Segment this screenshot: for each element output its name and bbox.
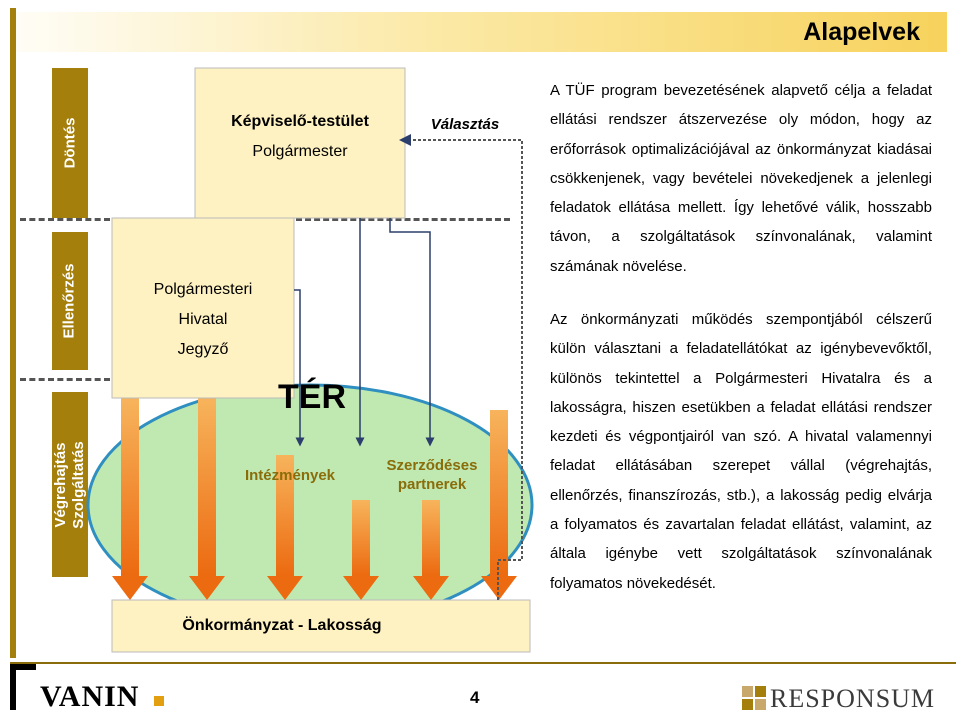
orange-arrow [267, 455, 303, 600]
connector-to-partners [389, 218, 435, 447]
organization-diagram [86, 67, 534, 653]
body-text-2: Az önkormányzati működés szempontjából c… [550, 305, 932, 598]
space-label: TÉR [278, 378, 346, 416]
population-label: Önkormányzat - Lakosság [182, 617, 382, 634]
responsum-logo: RESPONSUM [770, 684, 936, 713]
office-box [111, 217, 295, 399]
band-control: Ellenőrzés [52, 232, 88, 370]
office-label-2: Hivatal [178, 311, 228, 328]
body-paragraph-1: A TÜF program bevezetésének alapvető cél… [550, 82, 932, 275]
election-connector [399, 134, 523, 600]
partners-label-1: Szerződéses [386, 457, 478, 474]
footer-corner-mark [10, 664, 36, 710]
council-label-2: Polgármester [252, 143, 348, 160]
body-paragraph-2: Az önkormányzati működés szempontjából c… [550, 311, 932, 592]
footer-rule [10, 662, 956, 664]
council-label-1: Képviselő-testület [231, 113, 369, 130]
vanin-logo-dot [153, 696, 164, 706]
responsum-logo-icon [742, 686, 766, 710]
left-vertical-rule [10, 8, 16, 658]
band-execution: Végrehajtás Szolgáltatás [52, 392, 88, 577]
institutions-label: Intézmények [244, 467, 336, 484]
office-label-1: Polgármesteri [153, 281, 253, 298]
election-label: Választás [430, 116, 500, 133]
separator-upper [20, 218, 110, 221]
separator-lower [20, 378, 110, 381]
partners-label-2: partnerek [397, 476, 467, 493]
band-decision: Döntés [52, 68, 88, 218]
separator-upper-right [296, 218, 510, 221]
orange-arrow [112, 398, 148, 600]
connector-office-to-institutions [294, 289, 305, 447]
body-text: A TÜF program bevezetésének alapvető cél… [550, 76, 932, 281]
service-space-ellipse [86, 383, 534, 627]
page-title: Alapelvek [803, 18, 920, 46]
office-label-3: Jegyző [177, 341, 229, 358]
vanin-logo-text: VANIN [40, 680, 140, 713]
vanin-logo: VANIN [40, 680, 164, 714]
orange-arrow [189, 398, 225, 600]
orange-arrows [112, 398, 517, 600]
title-bar [14, 12, 947, 52]
orange-arrow [343, 500, 379, 600]
council-box [194, 67, 406, 219]
population-bar [111, 599, 531, 653]
page-number: 4 [470, 688, 480, 707]
orange-arrow [413, 500, 449, 600]
